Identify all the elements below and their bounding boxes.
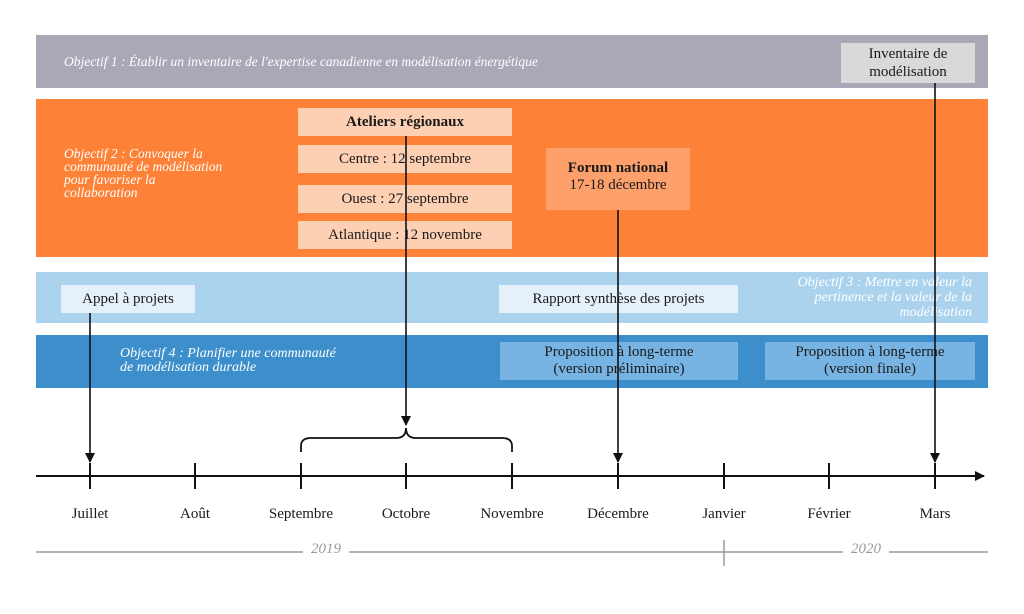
objective-4-line: de modélisation durable [120, 360, 257, 375]
objective-2-line: communauté de modélisation [64, 159, 223, 174]
prop-finale-line: (version finale) [823, 361, 917, 377]
objective-2-line: Objectif 2 : Convoquer la [64, 146, 203, 161]
prop-prelim-box: Proposition à long-terme (version prélim… [500, 342, 738, 380]
ateliers-title-box: Ateliers régionaux [298, 108, 512, 136]
month-label: Février [807, 506, 851, 522]
objective-1-text: Objectif 1 : Établir un inventaire de l'… [64, 54, 538, 69]
month-label: Octobre [381, 506, 431, 522]
objective-1-band [36, 35, 988, 88]
inventaire-line: modélisation [869, 64, 947, 80]
forum-date: 17-18 décembre [569, 177, 667, 193]
centre-box: Centre : 12 septembre [298, 145, 512, 173]
objective-2-text: Objectif 2 : Convoquer la communauté de … [64, 146, 223, 200]
month-label: Janvier [702, 506, 746, 522]
month-label: Juillet [71, 506, 109, 522]
month-label: Décembre [587, 506, 649, 522]
objective-2-band [36, 99, 988, 257]
objective-2-line: collaboration [64, 185, 138, 200]
prop-prelim-line: (version préliminaire) [553, 361, 685, 377]
inventaire-box: Inventaire de modélisation [841, 43, 975, 83]
appel-box: Appel à projets [61, 285, 195, 313]
inventaire-line: Inventaire de [868, 46, 948, 62]
forum-box: Forum national 17-18 décembre [546, 148, 690, 210]
atlantique-box: Atlantique : 12 novembre [298, 221, 512, 249]
objective-3-text: Objectif 3 : Mettre en valeur la pertine… [798, 275, 972, 320]
month-label: Août [180, 506, 210, 522]
objective-3-line: Objectif 3 : Mettre en valeur la [797, 275, 972, 290]
objective-3-line: modélisation [899, 305, 972, 320]
year-2020-label: 2020 [843, 541, 889, 558]
year-2019-label: 2019 [303, 541, 349, 558]
month-label: Novembre [480, 506, 544, 522]
objective-4-text: Objectif 4 : Planifier une communauté de… [120, 347, 336, 375]
objective-3-line: pertinence et la valeur de la [814, 290, 972, 305]
prop-prelim-line: Proposition à long-terme [544, 344, 694, 360]
ateliers-brace [300, 427, 513, 452]
objective-4-line: Objectif 4 : Planifier une communauté [120, 346, 336, 361]
objective-2-line: pour favoriser la [64, 172, 156, 187]
ouest-box: Ouest : 27 septembre [298, 185, 512, 213]
forum-title: Forum national [567, 160, 669, 176]
prop-finale-line: Proposition à long-terme [795, 344, 945, 360]
prop-finale-box: Proposition à long-terme (version finale… [765, 342, 975, 380]
month-label: Septembre [268, 506, 334, 522]
month-label: Mars [919, 506, 951, 522]
